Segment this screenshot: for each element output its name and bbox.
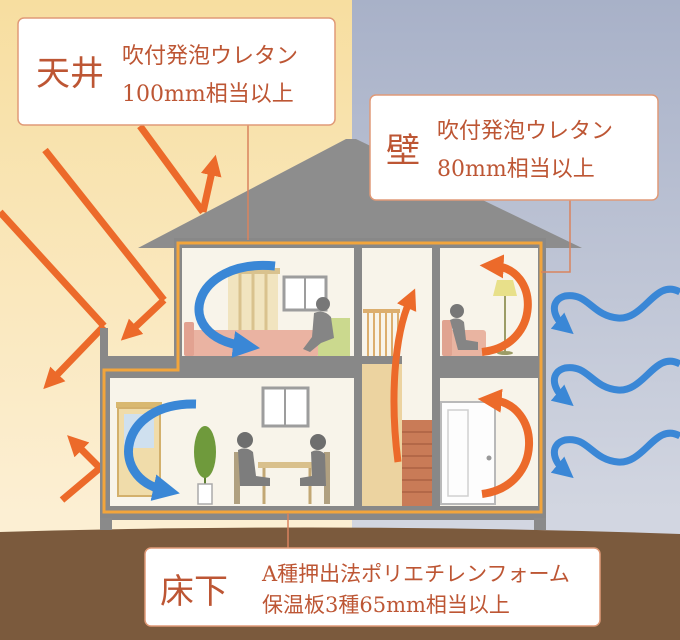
wall-label-box <box>369 94 659 201</box>
heat-ray-roof-incoming <box>137 123 206 215</box>
person-body <box>303 311 334 352</box>
wind-arrow-middle <box>550 357 680 407</box>
cool-air-arrow-lower-left <box>124 399 197 501</box>
wall-label-thickness: 80mm相当以上 <box>437 157 595 182</box>
balcony-post <box>100 328 108 358</box>
heat-ray-wall-incoming <box>42 147 167 303</box>
sofa-arm <box>184 322 194 356</box>
floor-lamp-base <box>497 351 513 355</box>
armchair-back <box>442 320 452 356</box>
wall-label-material: 吹付発泡ウレタン <box>437 119 613 144</box>
cool-air-arrow-upper-left <box>194 260 276 358</box>
person-body <box>300 450 326 486</box>
door-knob <box>486 455 492 461</box>
dining-table <box>258 462 316 468</box>
ceiling-label-title: 天井 <box>36 54 104 94</box>
sun-heat-rays <box>0 123 222 503</box>
plant-pot <box>197 483 213 505</box>
sofa <box>184 330 320 356</box>
cold-wind-arrows <box>550 285 680 479</box>
underfloor-label-thickness: 保温板3種65mm相当以上 <box>262 593 510 617</box>
chair-left <box>234 452 240 504</box>
roof <box>138 139 582 248</box>
curtain-valance <box>226 268 280 274</box>
ceiling-label: 天井 吹付発泡ウレタン 100mm相当以上 <box>17 17 336 126</box>
ceiling-label-thickness: 100mm相当以上 <box>122 82 294 107</box>
plant-leaves <box>194 426 216 478</box>
heat-ray-balcony-incoming <box>0 209 107 329</box>
floor-lamp-shade <box>493 280 517 296</box>
lower-entrance-room <box>440 378 538 506</box>
chair-right <box>324 452 330 504</box>
heat-ray-roof-reflected <box>199 154 222 213</box>
underfloor-label-box <box>144 547 601 627</box>
cabinet-crown <box>116 402 162 408</box>
wall-label: 壁 吹付発泡ウレタン 80mm相当以上 <box>369 94 659 201</box>
warm-air-arrow-lower-right <box>477 388 533 498</box>
wall-label-title: 壁 <box>386 131 420 171</box>
person-head <box>310 434 326 450</box>
ceiling-label-box <box>17 17 336 126</box>
label-connectors <box>247 125 571 548</box>
person-body <box>238 448 270 486</box>
foundation-foot-right <box>534 518 546 530</box>
heat-ray-lower-incoming <box>59 465 103 503</box>
door-panel <box>447 409 469 497</box>
wall-connector <box>541 200 571 273</box>
underfloor-label-title: 床下 <box>160 572 228 612</box>
warm-air-arrow-upper-right <box>479 254 532 356</box>
indoor-airflow <box>124 254 533 501</box>
insulation-envelope-line <box>102 241 543 514</box>
person-head <box>450 304 464 318</box>
stair-steps <box>402 431 432 493</box>
heat-ray-lower-reflected <box>67 435 103 471</box>
wind-arrow-top <box>550 285 680 335</box>
underfloor-label-material: A種押出法ポリエチレンフォーム <box>261 562 570 586</box>
person-body <box>450 318 478 350</box>
wind-arrow-bottom <box>550 429 680 479</box>
heat-ray-wall-reflected <box>120 297 167 341</box>
person-head <box>316 297 330 311</box>
landing-slab <box>362 356 402 364</box>
ceiling-label-material: 吹付発泡ウレタン <box>122 44 298 69</box>
upper-bedroom <box>440 248 538 356</box>
railing-top <box>363 309 400 313</box>
heat-ray-balcony-reflected <box>43 323 107 390</box>
person-head <box>237 432 253 448</box>
foundation-foot-left <box>100 518 112 530</box>
warm-air-arrow-stairwell <box>390 288 417 463</box>
underfloor-label: 床下 A種押出法ポリエチレンフォーム 保温板3種65mm相当以上 <box>144 547 601 627</box>
